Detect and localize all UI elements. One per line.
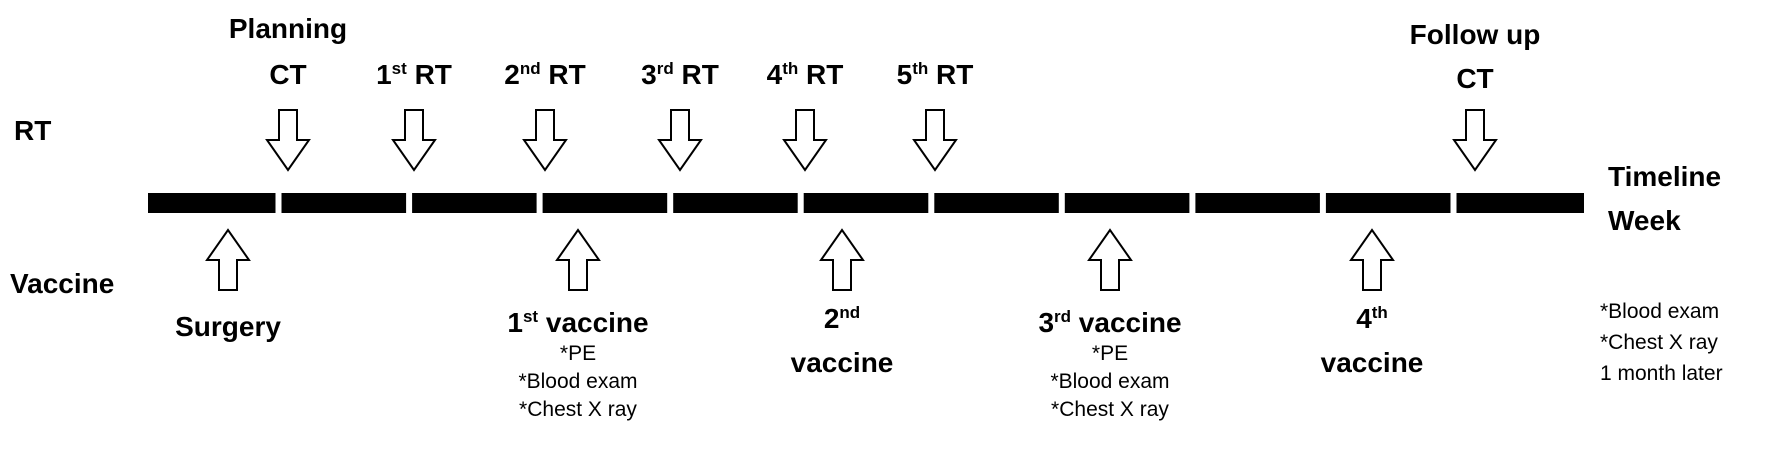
vaccine-3-label: 3rd vaccine — [1038, 307, 1182, 338]
rt-3-label: 3rd RT — [641, 59, 719, 90]
timeline-gap — [797, 193, 804, 213]
rt-4-arrow-icon — [782, 109, 828, 172]
vaccine-4-arrow-icon — [1349, 228, 1395, 291]
rt-3-arrow-icon — [657, 109, 703, 172]
vaccine-1-arrow-icon — [555, 228, 601, 291]
side-note-later: 1 month later — [1600, 362, 1723, 385]
timeline-gap — [275, 193, 282, 213]
side-notes: *Blood exam *Chest X ray 1 month later — [1600, 296, 1723, 389]
vaccine-3-block: 3rd vaccine *PE *Blood exam *Chest X ray — [1038, 306, 1181, 424]
vaccine-1-note-xray: *Chest X ray — [519, 398, 637, 421]
planning-ct-arrow-icon — [265, 109, 311, 172]
week-label: Week — [1608, 205, 1681, 236]
vaccine-4-label: 4th vaccine — [1320, 303, 1424, 378]
surgery-label: Surgery — [175, 311, 281, 342]
timeline-label: Timeline — [1608, 161, 1722, 192]
timeline-gap — [1058, 193, 1065, 213]
vaccine-2-arrow-icon — [819, 228, 865, 291]
rt-5-arrow-icon — [912, 109, 958, 172]
rt-2-arrow-icon — [522, 109, 568, 172]
rt-4-label: 4th RT — [766, 59, 844, 90]
timeline-gap — [406, 193, 413, 213]
vaccine-1-note-blood: *Blood exam — [518, 370, 638, 393]
follow-up-ct-label: Follow up CT — [1409, 19, 1541, 94]
rt-2-label: 2nd RT — [504, 59, 586, 90]
vaccine-3-note-pe: *PE — [1091, 342, 1129, 365]
row-label-rt: RT — [14, 115, 52, 146]
vaccine-1-note-pe: *PE — [559, 342, 597, 365]
side-note-xray: *Chest X ray — [1600, 331, 1718, 354]
follow-up-ct-arrow-icon — [1452, 109, 1498, 172]
timeline-gap — [536, 193, 543, 213]
timeline-gap — [667, 193, 674, 213]
vaccine-1-block: 1st vaccine *PE *Blood exam *Chest X ray — [507, 306, 648, 424]
vaccine-3-arrow-icon — [1087, 228, 1133, 291]
vaccine-3-note-xray: *Chest X ray — [1051, 398, 1169, 421]
timeline-gap — [1450, 193, 1457, 213]
rt-1-label: 1st RT — [376, 59, 452, 90]
timeline-gap — [1189, 193, 1196, 213]
side-note-blood: *Blood exam — [1600, 300, 1720, 323]
row-label-vaccine: Vaccine — [10, 268, 115, 299]
planning-ct-label: Planning CT — [228, 13, 348, 90]
vaccine-3-note-blood: *Blood exam — [1050, 370, 1170, 393]
rt-1-arrow-icon — [391, 109, 437, 172]
timeline-gap — [928, 193, 935, 213]
timeline-gap — [1319, 193, 1326, 213]
vaccine-1-label: 1st vaccine — [507, 307, 649, 338]
vaccine-2-label: 2nd vaccine — [790, 303, 894, 378]
rt-5-label: 5th RT — [896, 59, 974, 90]
timeline-bar — [148, 193, 1584, 213]
surgery-arrow-icon — [205, 228, 251, 291]
